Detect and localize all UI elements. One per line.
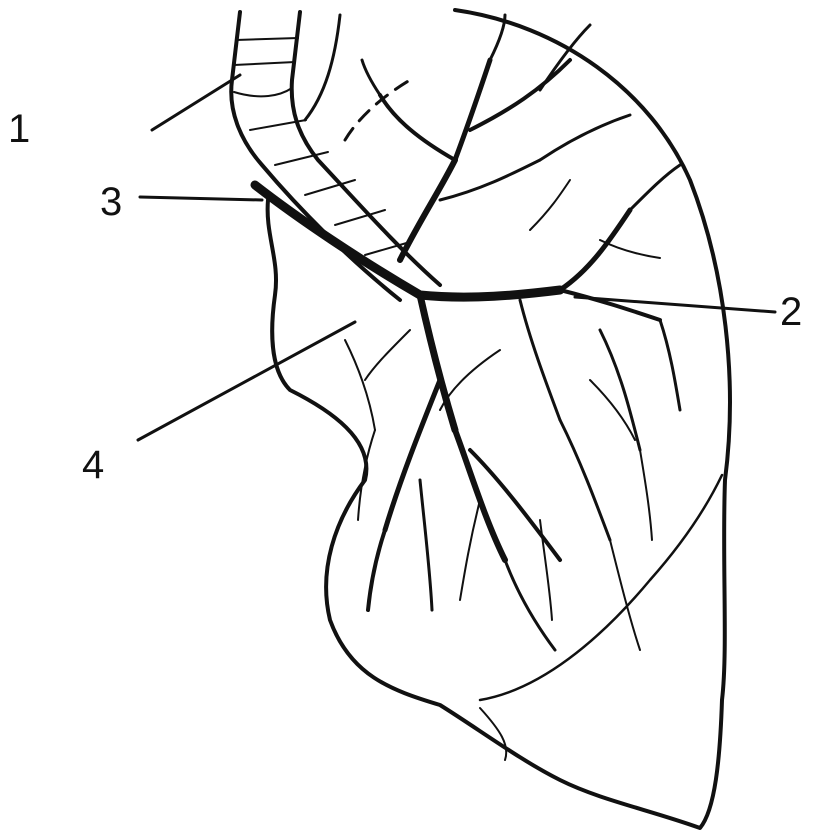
- label-3: 3: [100, 180, 122, 224]
- leader-line-4: [138, 322, 355, 440]
- label-1: 1: [8, 107, 30, 151]
- lung-outline: [268, 10, 730, 828]
- trachea: [231, 12, 440, 300]
- leader-line-1: [152, 75, 240, 130]
- vessel-tree: [255, 15, 680, 650]
- label-2: 2: [780, 290, 802, 334]
- label-4: 4: [82, 443, 104, 487]
- leader-line-3: [140, 197, 262, 200]
